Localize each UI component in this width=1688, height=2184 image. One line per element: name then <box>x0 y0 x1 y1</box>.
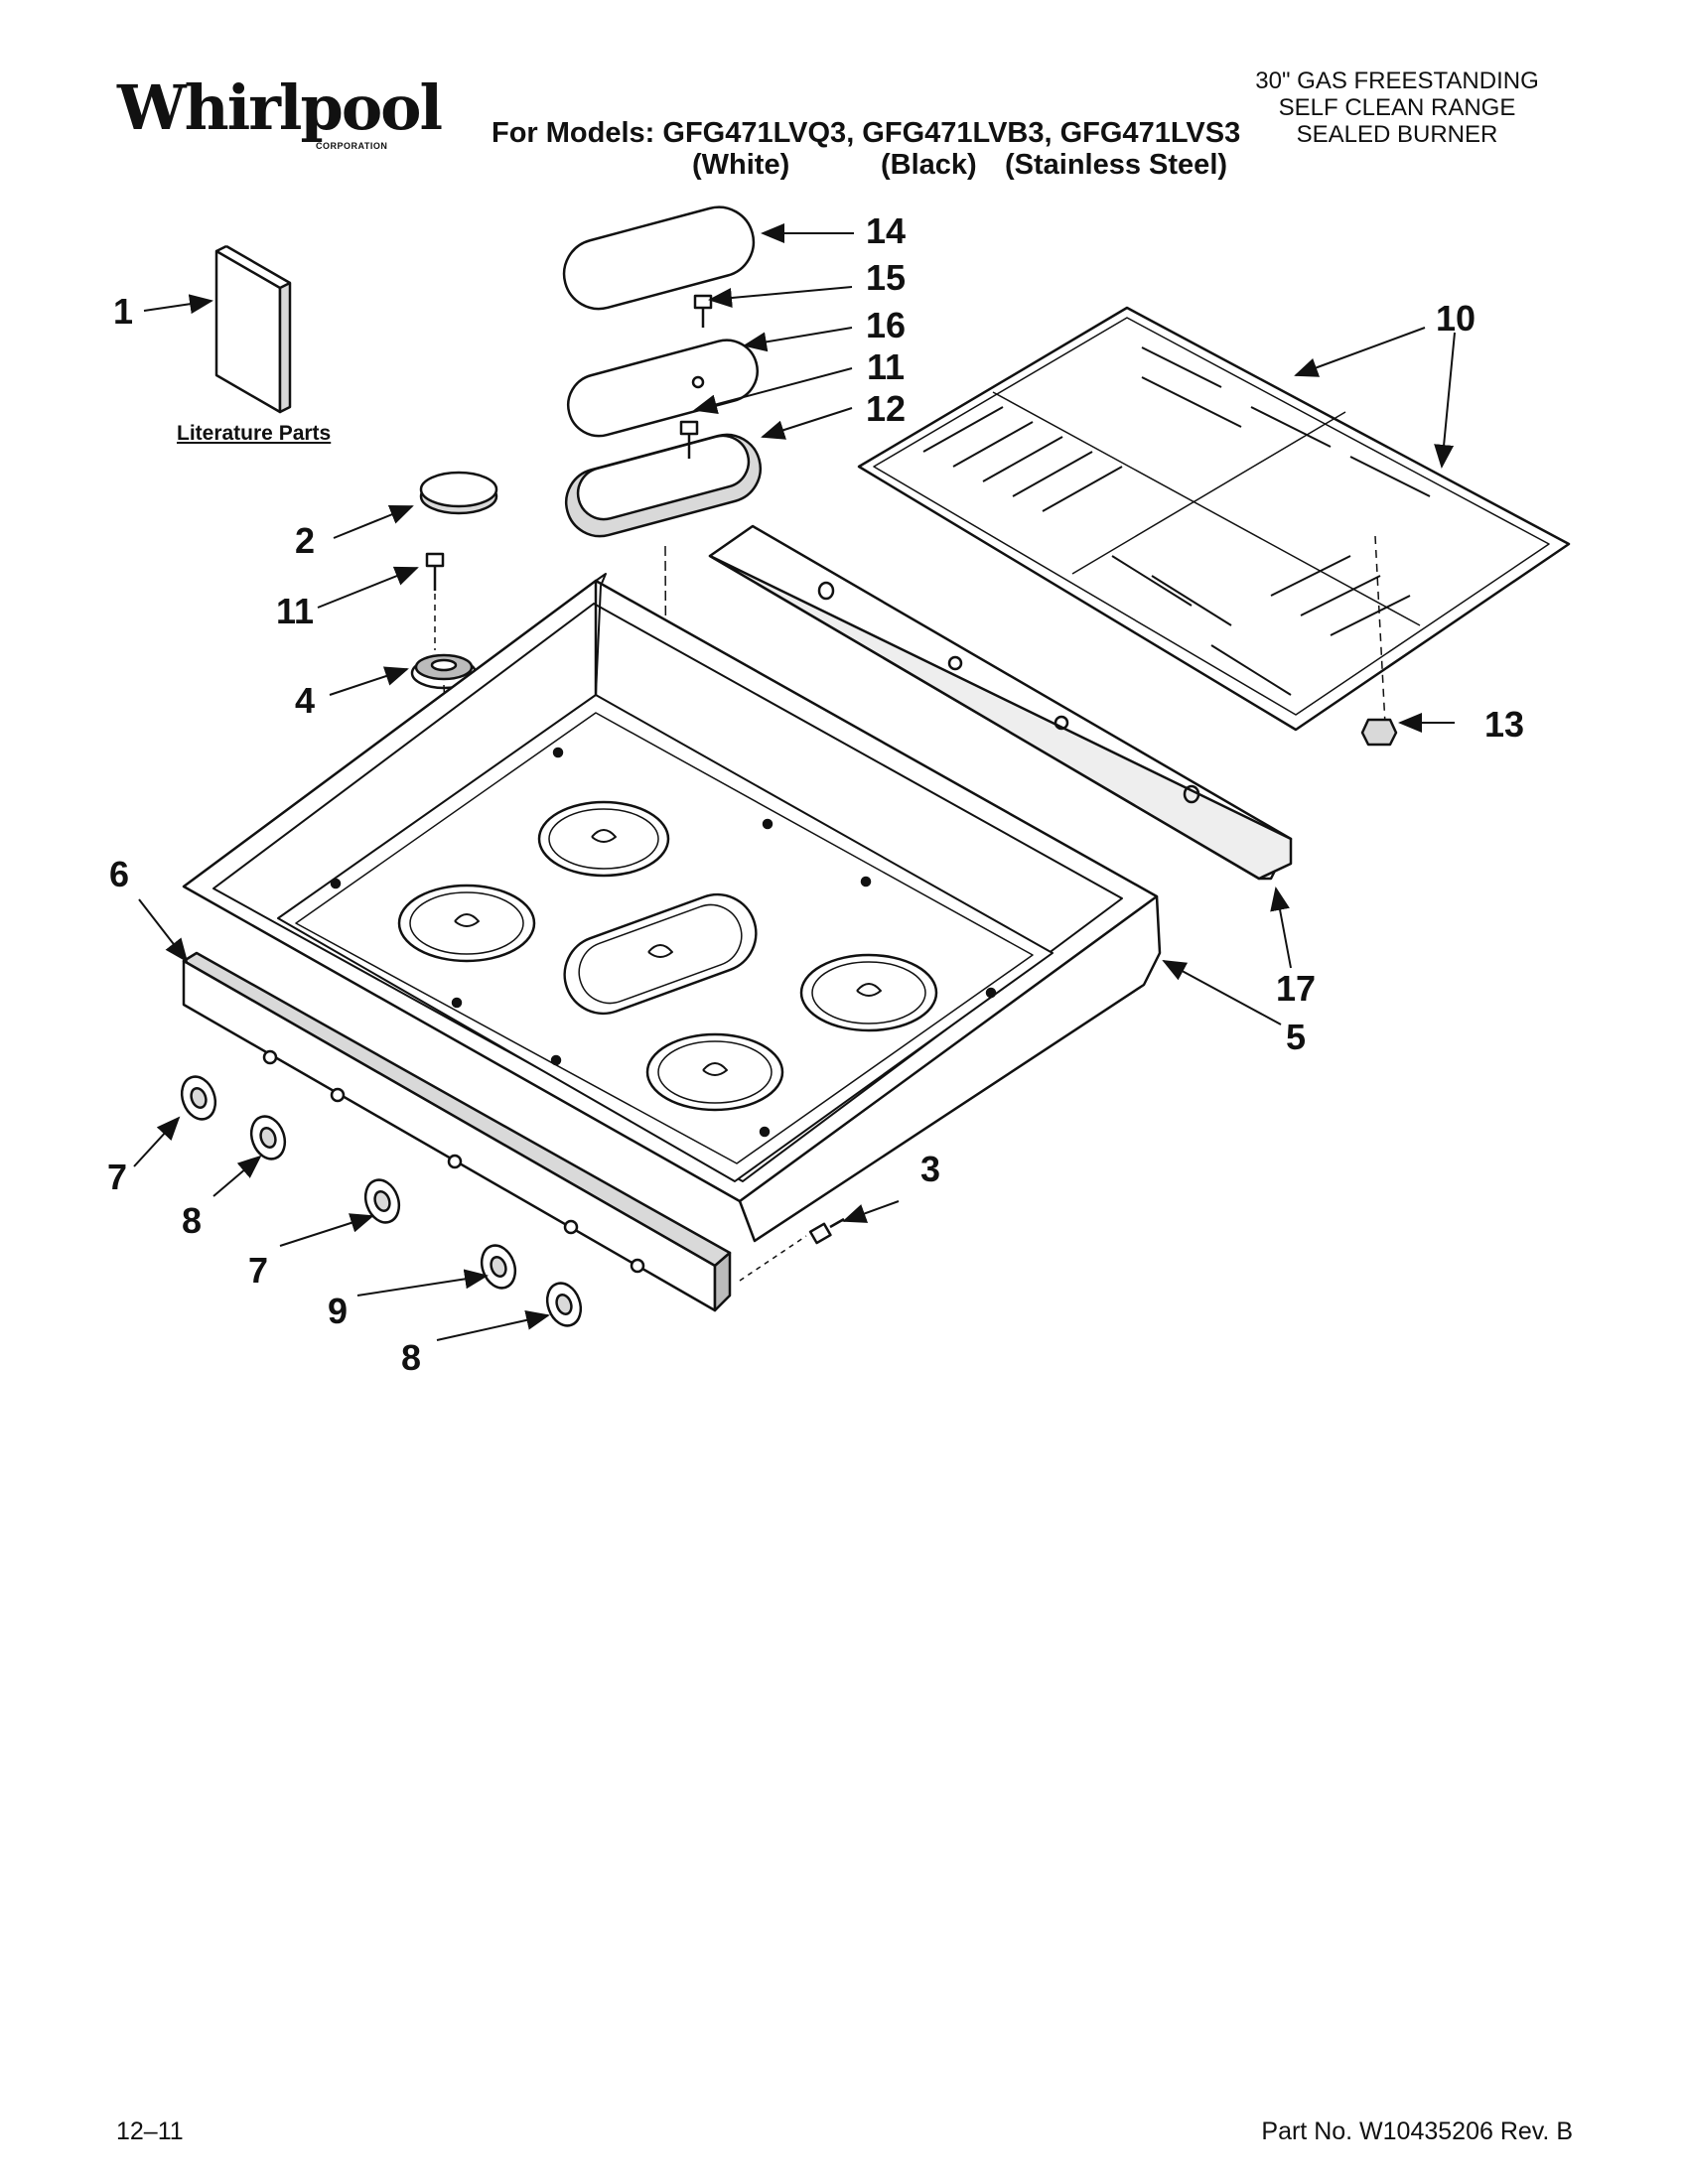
burner-base <box>410 653 478 914</box>
callout-number: 17 <box>1275 968 1317 1009</box>
burner-cap <box>419 471 498 515</box>
manifold-panel <box>182 951 807 1312</box>
grate-foot <box>1360 718 1398 747</box>
oval-cover <box>562 205 756 311</box>
product-desc-line: SELF CLEAN RANGE <box>1278 94 1516 121</box>
product-desc-line: 30" GAS FREESTANDING <box>1255 68 1539 94</box>
callout-number: 3 <box>919 1149 941 1189</box>
brand-logo-subtitle: CORPORATION <box>316 141 388 151</box>
footer-date: 12–11 <box>116 2117 184 2145</box>
callout-number: 6 <box>108 854 130 894</box>
callout-number: 16 <box>865 305 907 345</box>
callout-number: 8 <box>181 1200 203 1241</box>
oval-burner <box>564 433 763 954</box>
rear-trim <box>708 524 1293 881</box>
brand-logo: Whirlpool <box>117 71 443 144</box>
callout-number: 5 <box>1285 1017 1307 1057</box>
callout-number: 11 <box>866 346 906 387</box>
knobs <box>180 1075 583 1327</box>
footer-part-number: Part No. W10435206 Rev. B <box>1261 2117 1573 2145</box>
grate <box>857 306 1571 732</box>
variant-stainless: (Stainless Steel) <box>1005 149 1228 181</box>
callout-number: 7 <box>106 1157 128 1197</box>
literature-parts-label: Literature Parts <box>177 422 332 445</box>
variant-black: (Black) <box>881 149 977 181</box>
screw-center <box>679 420 699 459</box>
callout-number: 11 <box>275 591 315 631</box>
callout-number: 4 <box>294 680 316 721</box>
screw-left <box>425 552 445 650</box>
product-desc-line: SEALED BURNER <box>1296 121 1498 148</box>
literature-booklet <box>214 244 292 414</box>
callout-number: 8 <box>400 1337 422 1378</box>
callout-number: 1 <box>112 291 134 332</box>
callout-number: 10 <box>1435 298 1477 339</box>
cooktop <box>182 573 1162 1243</box>
callout-number: 7 <box>247 1250 269 1291</box>
product-description: 30" GAS FREESTANDING SELF CLEAN RANGE SE… <box>1233 68 1561 148</box>
leader-arrows <box>133 223 1456 1341</box>
oval-plate <box>566 339 759 438</box>
callout-number: 2 <box>294 520 316 561</box>
variant-white: (White) <box>692 149 790 181</box>
callout-number: 15 <box>865 257 907 298</box>
screw-3 <box>808 1217 845 1245</box>
callout-number: 13 <box>1483 704 1525 745</box>
models-title: For Models: GFG471LVQ3, GFG471LVB3, GFG4… <box>492 117 1241 149</box>
callout-number: 9 <box>327 1291 349 1331</box>
callout-number: 12 <box>865 388 907 429</box>
callout-number: 14 <box>865 210 907 251</box>
screw-15 <box>693 294 713 328</box>
